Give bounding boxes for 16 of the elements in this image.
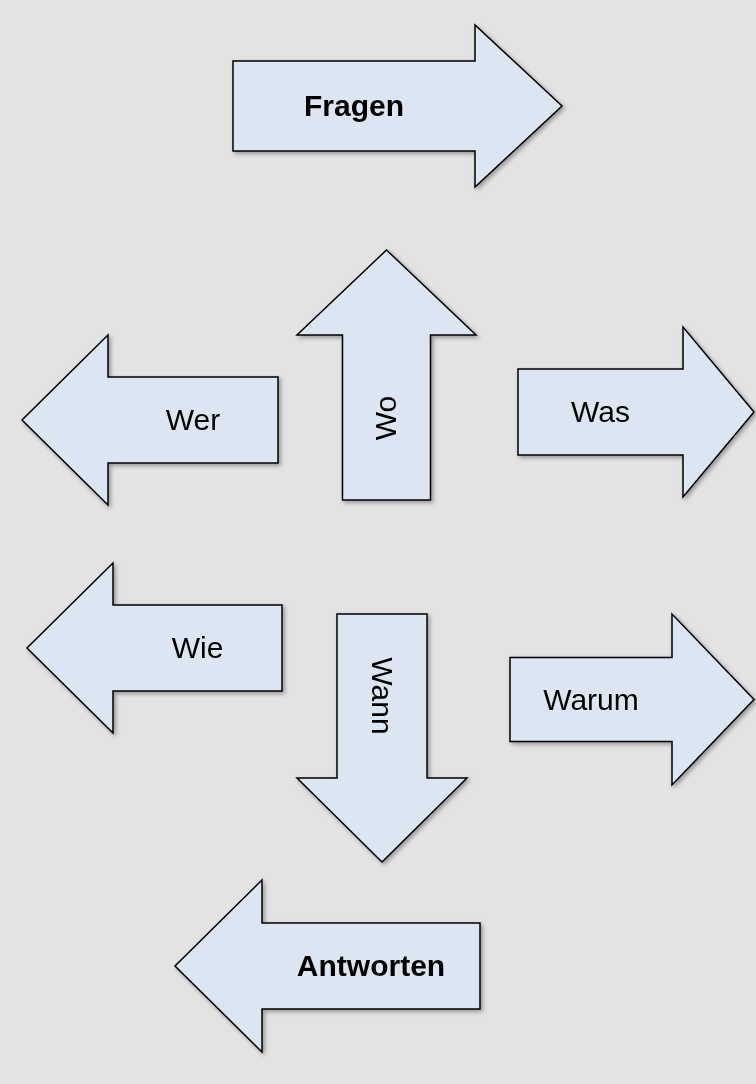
arrow-label: Fragen (304, 91, 404, 121)
right-arrow-shape (518, 327, 754, 497)
arrow-label: Wann (367, 657, 397, 735)
arrow-label: Antworten (296, 951, 446, 981)
up-arrow-shape (297, 250, 476, 500)
arrow-label: Was (571, 397, 630, 427)
left-arrow-shape (22, 335, 278, 505)
arrow-label: Wer (165, 405, 221, 435)
right-arrow-shape (233, 25, 562, 187)
arrow-label: Warum (543, 684, 639, 715)
right-arrow-shape (510, 614, 754, 785)
arrow-label: Wo (371, 395, 402, 440)
left-arrow-shape (27, 563, 282, 733)
left-arrow-shape (175, 880, 480, 1052)
arrow-label: Wie (171, 633, 224, 663)
down-arrow-shape (297, 614, 467, 862)
